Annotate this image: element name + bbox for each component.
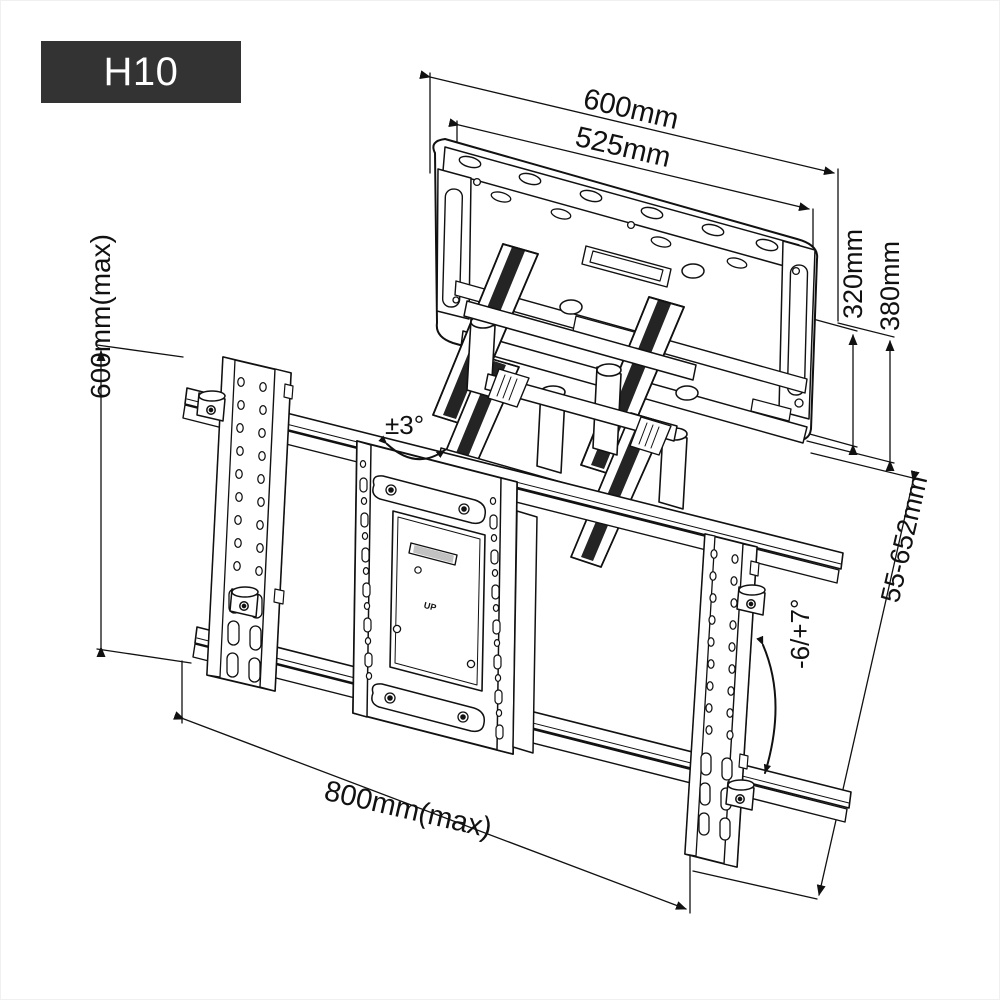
dimension-label-600mm-max: 600mm(max)	[85, 234, 116, 399]
angle-indicator-arrows	[378, 435, 777, 774]
dimension-lines	[96, 70, 920, 914]
dimension-label-380mm: 380mm	[875, 240, 905, 331]
articulating-arms-group	[420, 243, 697, 568]
left-wall-rail-group	[196, 356, 294, 692]
model-badge: H10	[41, 41, 241, 103]
center-wall-plate-group	[352, 440, 538, 755]
angle-label-tilt: -6/+7°	[785, 598, 815, 669]
model-badge-label: H10	[103, 50, 179, 94]
right-wall-rail-group	[684, 533, 766, 868]
angle-label-swivel: ±3°	[385, 410, 425, 440]
dimension-label-320mm: 320mm	[838, 228, 868, 319]
